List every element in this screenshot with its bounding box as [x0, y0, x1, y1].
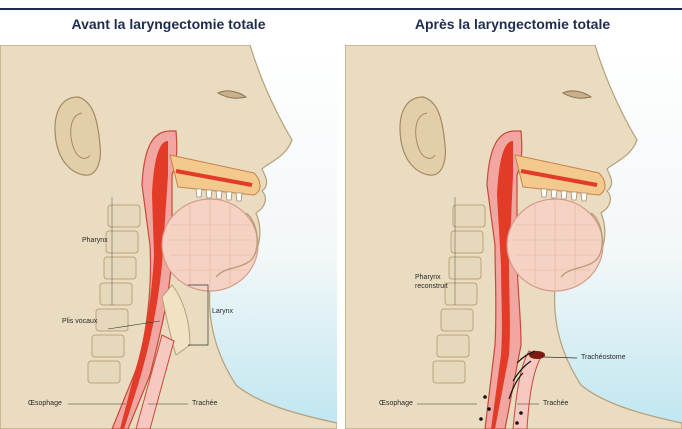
panel-before: Pharynx Plis vocaux Larynx Œsophage Trac…: [0, 45, 337, 429]
label-oesophage: Œsophage: [28, 400, 62, 407]
top-rule: [0, 8, 682, 10]
title-before: Avant la laryngectomie totale: [0, 16, 337, 40]
label-pharynx-line2: reconstruit: [415, 282, 448, 291]
label-tracheostome: Trachéostome: [581, 354, 625, 361]
label-oesophage: Œsophage: [379, 400, 413, 407]
title-after: Après la laryngectomie totale: [343, 16, 682, 40]
label-trachee: Trachée: [543, 400, 568, 407]
label-pharynx-line1: Pharynx: [415, 273, 448, 282]
illustration-after: [345, 45, 682, 429]
illustration-before: [0, 45, 337, 429]
panel-after: Pharynx reconstruit Trachéostome Œsophag…: [345, 45, 682, 429]
label-pharynx: Pharynx: [82, 237, 108, 244]
label-pharynx-reconstruit: Pharynx reconstruit: [415, 273, 448, 291]
label-trachee: Trachée: [192, 400, 217, 407]
label-plis-vocaux: Plis vocaux: [62, 318, 97, 325]
label-larynx: Larynx: [212, 308, 233, 315]
